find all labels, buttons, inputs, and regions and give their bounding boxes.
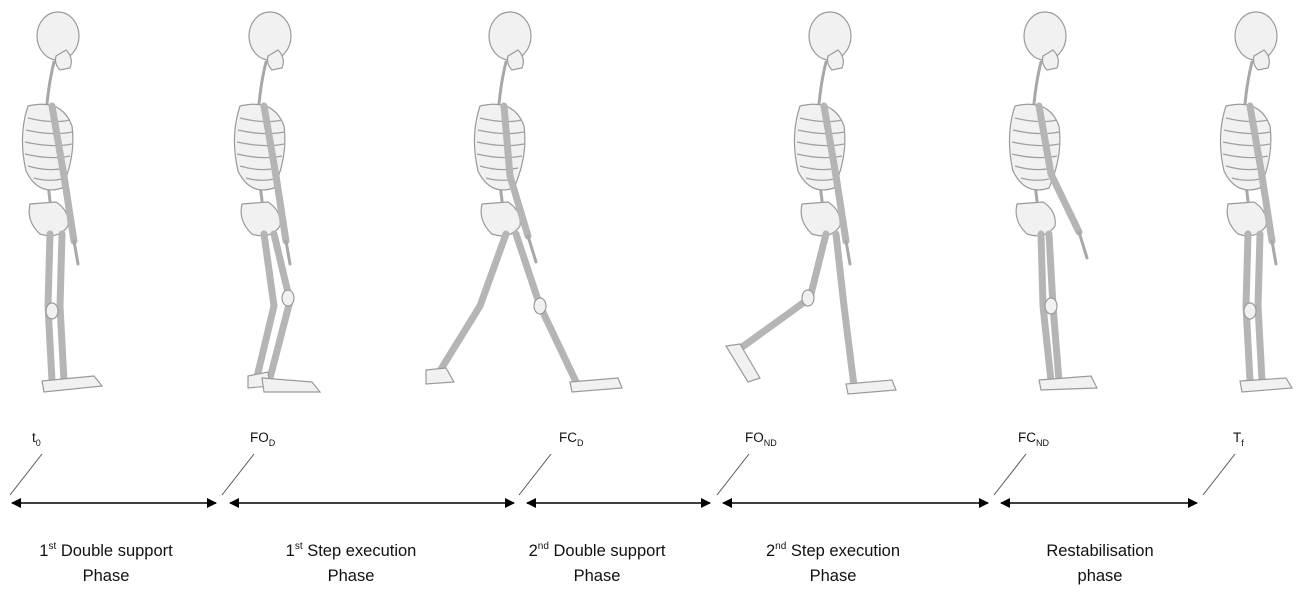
phase-label-1: 1st Double support Phase xyxy=(39,541,173,585)
phase-label-3: 2nd Double support Phase xyxy=(529,541,666,585)
skeleton-figure-6 xyxy=(1218,10,1294,393)
svg-text:1st Double support: 1st Double support xyxy=(39,541,173,560)
skeleton-figure-2 xyxy=(232,10,322,393)
event-label-t0: t0 xyxy=(32,430,41,448)
svg-text:phase: phase xyxy=(1078,567,1123,585)
svg-text:Phase: Phase xyxy=(328,567,375,585)
phase-label-4: 2nd Step execution Phase xyxy=(766,541,900,585)
svg-text:1st Step execution: 1st Step execution xyxy=(286,541,417,560)
event-tick-4 xyxy=(716,453,750,496)
event-label-fc-nd: FCND xyxy=(1018,430,1049,448)
event-tick-1 xyxy=(9,453,43,496)
event-label-tf: Tf xyxy=(1233,430,1244,448)
event-tick-5 xyxy=(993,453,1027,496)
skeleton-figure-3 xyxy=(425,10,623,393)
event-label-fc-d: FCD xyxy=(559,430,584,448)
skeleton-figure-5 xyxy=(1007,10,1098,391)
svg-text:Phase: Phase xyxy=(574,567,621,585)
svg-text:Phase: Phase xyxy=(83,567,130,585)
phase-label-2: 1st Step execution Phase xyxy=(286,541,417,585)
event-label-fo-nd: FOND xyxy=(745,430,777,448)
svg-text:Phase: Phase xyxy=(810,567,857,585)
skeleton-figure-4 xyxy=(725,10,897,395)
phase-label-5: Restabilisation phase xyxy=(1046,542,1153,585)
event-tick-3 xyxy=(518,453,552,496)
skeleton-figure-1 xyxy=(20,10,104,393)
event-tick-6 xyxy=(1202,453,1236,496)
svg-text:2nd Double support: 2nd Double support xyxy=(529,541,666,560)
svg-text:2nd Step execution: 2nd Step execution xyxy=(766,541,900,560)
event-label-fo-d: FOD xyxy=(250,430,276,448)
event-tick-2 xyxy=(221,453,255,496)
svg-text:Restabilisation: Restabilisation xyxy=(1046,542,1153,560)
